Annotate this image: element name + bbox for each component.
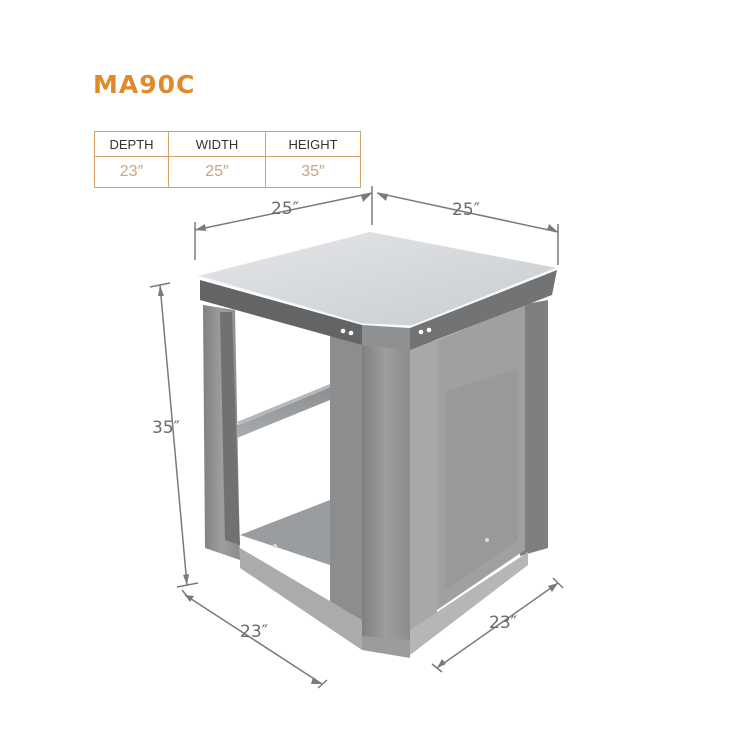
cabinet (197, 232, 558, 658)
spec-value-row: 23″ 25″ 35″ (94, 156, 361, 188)
front-left-panel (330, 335, 362, 632)
base-left-trim (240, 548, 362, 650)
dim-bottom-right: 23″ (489, 613, 517, 633)
header-width: WIDTH (168, 131, 266, 157)
top-apron-right (410, 270, 557, 350)
countertop (198, 232, 557, 326)
base-corner (362, 636, 410, 658)
base-right-trim (410, 552, 528, 655)
header-height: HEIGHT (265, 131, 361, 157)
front-corner-leg (362, 345, 410, 648)
dim-top-right: 25″ (452, 200, 480, 220)
value-depth: 23″ (94, 156, 169, 188)
top-apron-left (200, 280, 362, 345)
left-inner-panel (220, 312, 240, 545)
middle-shelf-top (237, 384, 336, 425)
dim-bottom-left: 23″ (240, 622, 268, 642)
model-title: MA90C (93, 70, 196, 99)
dimension-arrowheads (158, 193, 558, 684)
header-depth: DEPTH (94, 131, 169, 157)
front-right-panel (410, 340, 437, 648)
dim-height: 35″ (152, 418, 180, 438)
right-side-frame (437, 305, 525, 610)
spec-header-row: DEPTH WIDTH HEIGHT (94, 131, 361, 157)
spec-table: DEPTH WIDTH HEIGHT 23″ 25″ 35″ (94, 131, 361, 188)
value-width: 25″ (168, 156, 266, 188)
value-height: 35″ (265, 156, 361, 188)
top-apron-corner (362, 325, 410, 350)
dimension-lines (149, 186, 564, 689)
middle-shelf-left (237, 385, 330, 438)
right-opening (445, 368, 518, 590)
dim-top-left: 25″ (271, 199, 299, 219)
back-right-leg (520, 300, 548, 556)
